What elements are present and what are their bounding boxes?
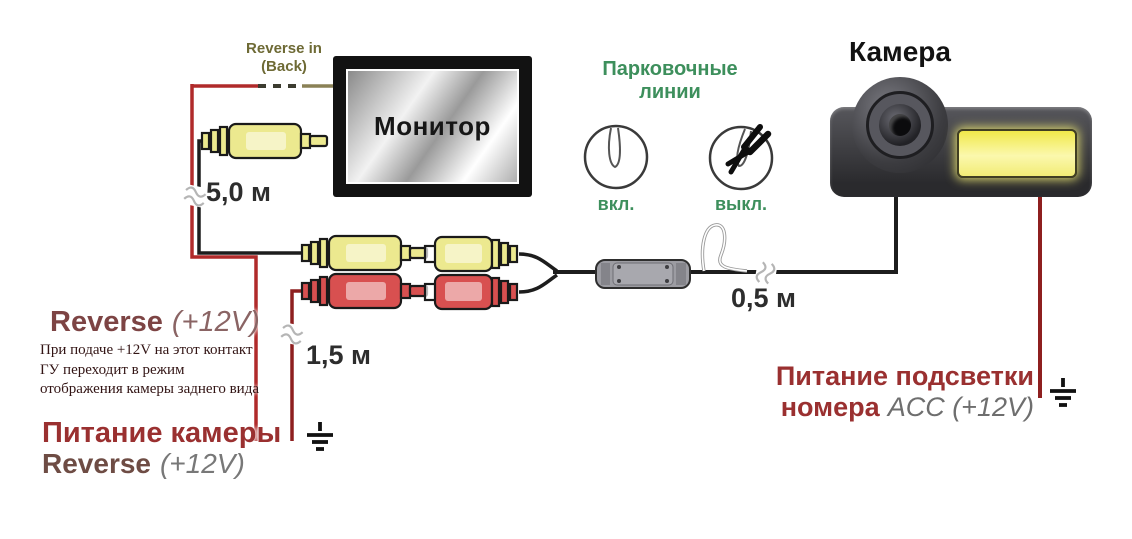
plate-power-title: Питание подсветки <box>775 361 1034 391</box>
red-split-wire <box>518 273 558 294</box>
reverse-signal-note: При подаче +12V на этот контакт ГУ перех… <box>40 341 259 400</box>
note-line: При подаче +12V на этот контакт <box>40 342 253 358</box>
camera-power-value-line: Reverse (+12V) <box>42 448 245 480</box>
license-plate-light <box>957 129 1077 178</box>
parking-lines-loop-wire <box>700 223 748 273</box>
reverse-signal-name: Reverse <box>50 306 163 338</box>
ground-icon <box>1048 376 1078 407</box>
camera-lens <box>852 77 948 173</box>
camera-lens-inner <box>879 104 921 146</box>
reverse-in-line2: (Back) <box>261 58 307 75</box>
camera-lens-glass <box>889 114 911 136</box>
camera-power-title: Питание камеры <box>42 417 282 449</box>
reverse-in-label: Reverse in (Back) <box>236 40 332 76</box>
monitor-label: Монитор <box>374 111 491 141</box>
parking-off-label: выкл. <box>714 194 768 214</box>
camera-power-wire-1m5 <box>290 289 306 441</box>
reverse-signal-label: Reverse(+12V) <box>50 306 260 339</box>
rca-female-yellow-camera <box>423 235 519 273</box>
ground-icon <box>305 420 335 451</box>
rca-male-yellow-monitor <box>200 122 329 160</box>
monitor-screen: Монитор <box>346 69 519 184</box>
rca-female-red-camera <box>423 273 519 311</box>
length-5m-label: 5,0 м <box>206 177 272 207</box>
camera-lens-ring <box>866 91 934 159</box>
parking-lines-title: Парковочные линии <box>602 58 738 103</box>
camera-power-value: (+12V) <box>159 448 245 479</box>
break-5m-icon <box>180 182 210 210</box>
parking-loop-off-icon <box>708 124 774 191</box>
length-0m5-label: 0,5 м <box>731 283 797 313</box>
rca-male-yellow-extension <box>300 234 429 272</box>
reverse-signal-value: (+12V) <box>171 306 260 338</box>
reverse-in-line1: Reverse in <box>246 40 322 57</box>
break-1m5-icon <box>277 320 307 348</box>
wire-cutter-icon <box>725 124 772 175</box>
parking-loop-on-icon <box>583 124 649 190</box>
length-1m5-label: 1,5 м <box>306 340 372 370</box>
plate-power-word: номера <box>780 392 880 422</box>
camera-label: Камера <box>849 36 951 67</box>
note-line: ГУ переходит в режим <box>40 361 185 378</box>
reverse-signal-wire <box>190 84 258 441</box>
camera-power-name: Reverse <box>42 448 151 479</box>
note-line: отображения камеры заднего вида <box>40 381 260 397</box>
yellow-split-wire <box>518 252 558 273</box>
monitor: Монитор <box>333 56 532 197</box>
filter-module <box>595 259 691 289</box>
rca-male-red-extension <box>300 272 429 310</box>
plate-power-value: ACC (+12V) <box>887 392 1034 422</box>
parking-on-label: вкл. <box>597 194 635 214</box>
